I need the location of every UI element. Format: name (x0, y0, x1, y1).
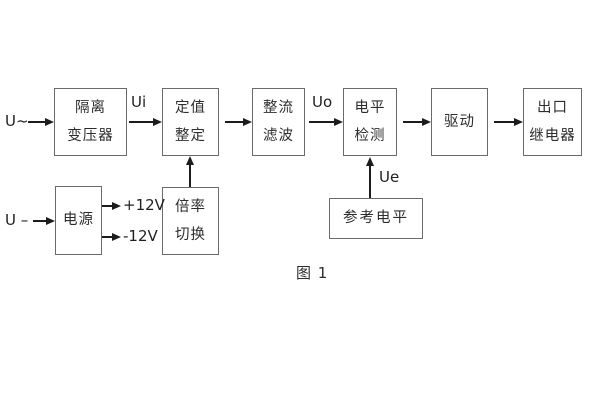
figure-caption: 图 1 (296, 264, 329, 282)
arrow-power-plus12v (102, 205, 112, 207)
block-label-line: 检测 (354, 127, 386, 144)
block-label-line: 继电器 (529, 127, 576, 144)
block-reference-level: 参考电平 (329, 198, 423, 239)
arrow-transformer-to-setting (129, 121, 153, 123)
arrow-rectifier-to-level (309, 121, 334, 123)
arrow-dc-to-power (33, 220, 46, 222)
block-label-line: 出口 (537, 99, 568, 116)
block-label-line: 隔离 (75, 99, 106, 116)
block-output-relay: 出口 继电器 (523, 88, 582, 156)
arrow-reference-to-level (369, 166, 371, 198)
block-level-detect: 电平 检测 (343, 88, 397, 156)
label-ac-input: U~ (5, 112, 29, 130)
arrow-ac-to-transformer (28, 121, 45, 123)
label-plus-12v: +12V (123, 196, 165, 214)
arrow-level-to-drive (403, 121, 422, 123)
arrow-power-minus12v (102, 236, 112, 238)
block-label-line: 滤波 (263, 127, 294, 144)
block-label-line: 电平 (354, 99, 386, 116)
label-signal-ue: Ue (379, 168, 400, 186)
block-label-line: 整流 (263, 99, 294, 116)
block-label-line: 整定 (175, 127, 206, 144)
label-minus-12v: -12V (123, 227, 158, 245)
label-dc-input: U – (5, 211, 29, 229)
block-label-line: 倍率 (175, 198, 206, 215)
block-ratio-switch: 倍率 切换 (162, 187, 219, 255)
block-label-line: 参考电平 (343, 210, 409, 226)
block-rectify-filter: 整流 滤波 (252, 88, 305, 156)
block-power-supply: 电源 (55, 186, 102, 255)
label-signal-ui: Ui (131, 93, 147, 111)
block-label-line: 变压器 (67, 127, 114, 144)
block-label-line: 定值 (175, 99, 206, 116)
block-label-line: 切换 (175, 226, 206, 243)
block-label-line: 电源 (63, 212, 94, 228)
block-isolation-transformer: 隔离 变压器 (54, 88, 127, 156)
label-signal-uo: Uo (312, 93, 333, 111)
arrow-setting-to-rectifier (225, 121, 243, 123)
arrow-ratio-to-setting (189, 165, 191, 187)
block-drive: 驱动 (431, 88, 488, 156)
block-label-line: 驱动 (444, 113, 475, 130)
block-setting-adjust: 定值 整定 (162, 88, 219, 156)
arrow-drive-to-relay (494, 121, 514, 123)
